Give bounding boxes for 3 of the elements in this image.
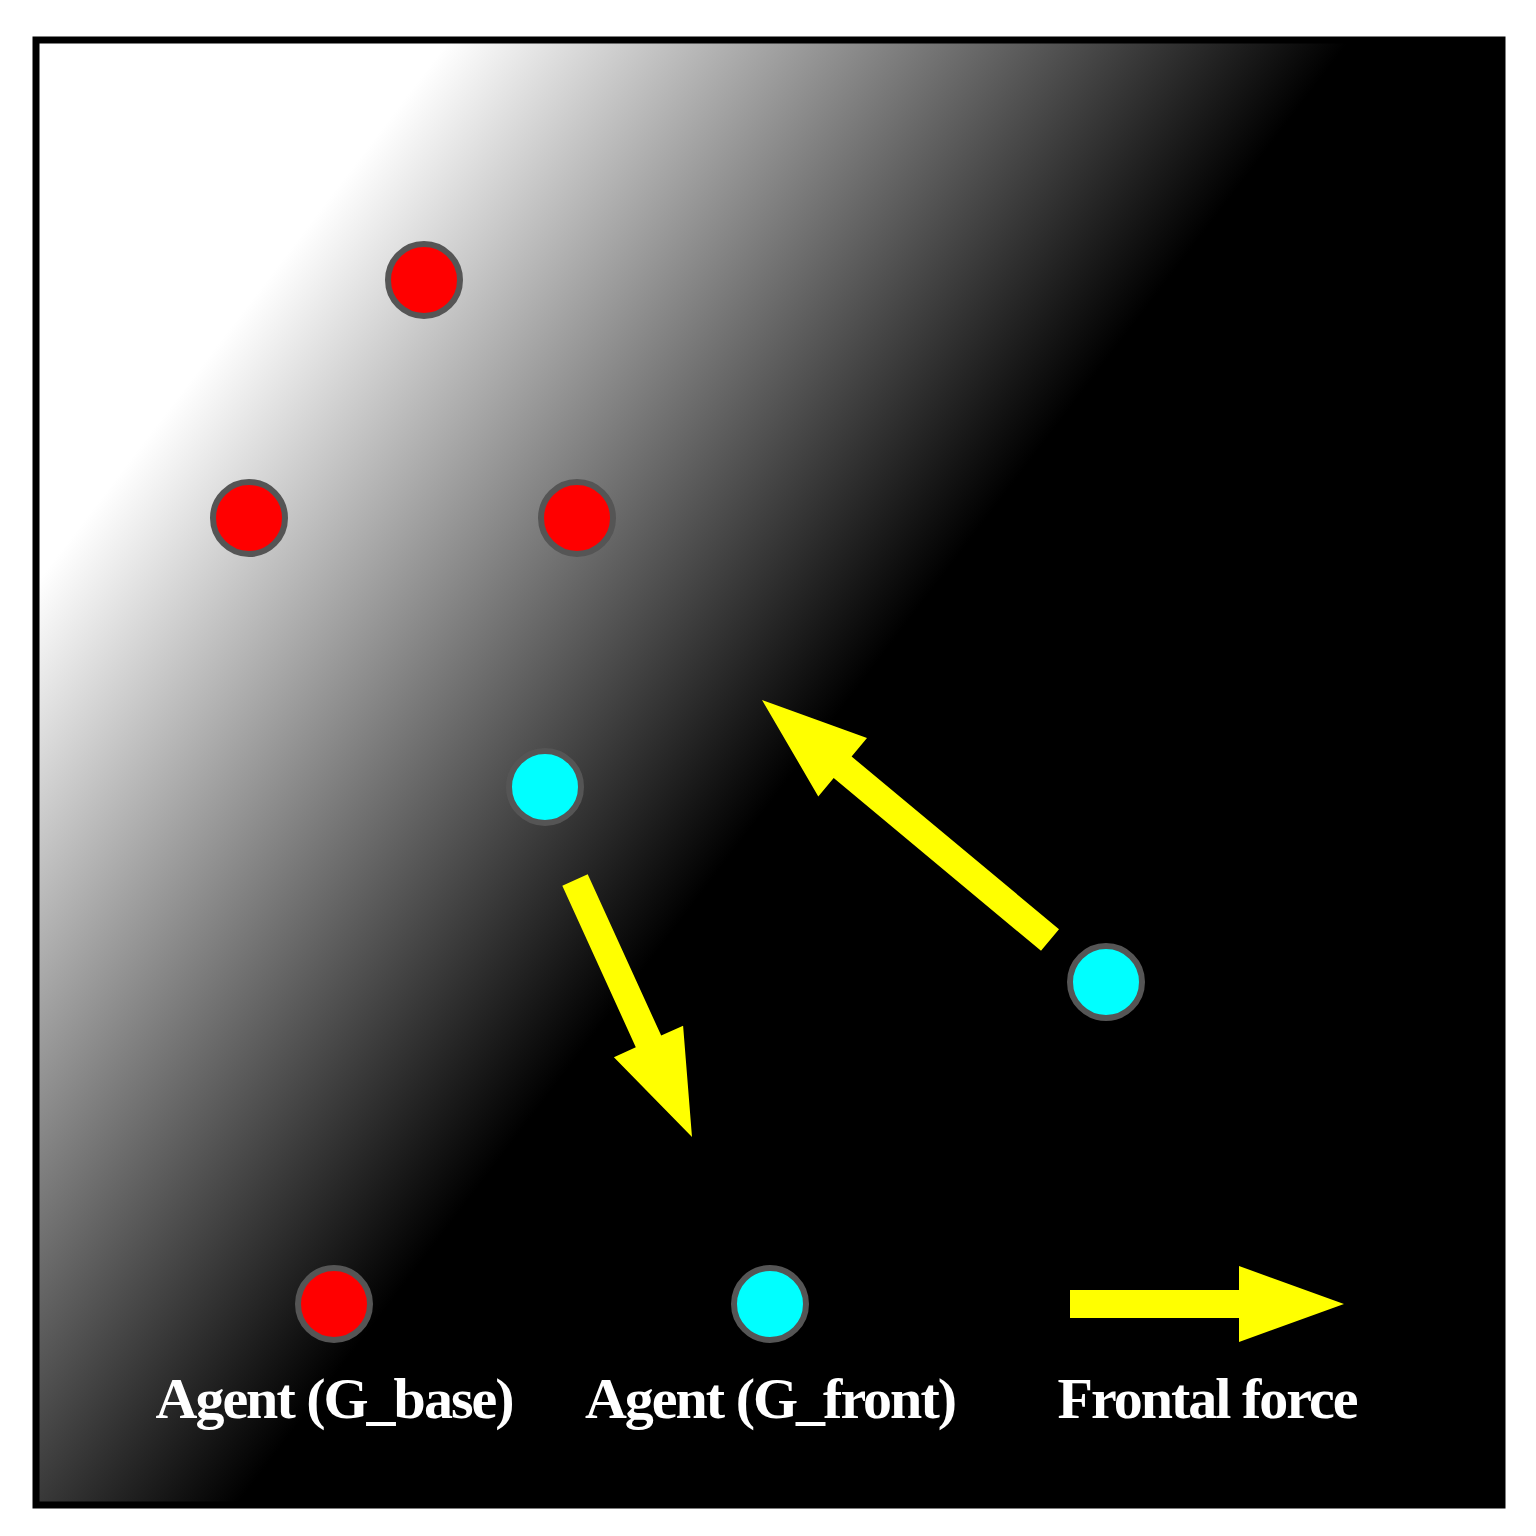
legend-label: Frontal force (1057, 1370, 1357, 1428)
legend-label: Agent (G_front) (585, 1370, 955, 1428)
legend-label: Agent (G_base) (155, 1370, 513, 1428)
